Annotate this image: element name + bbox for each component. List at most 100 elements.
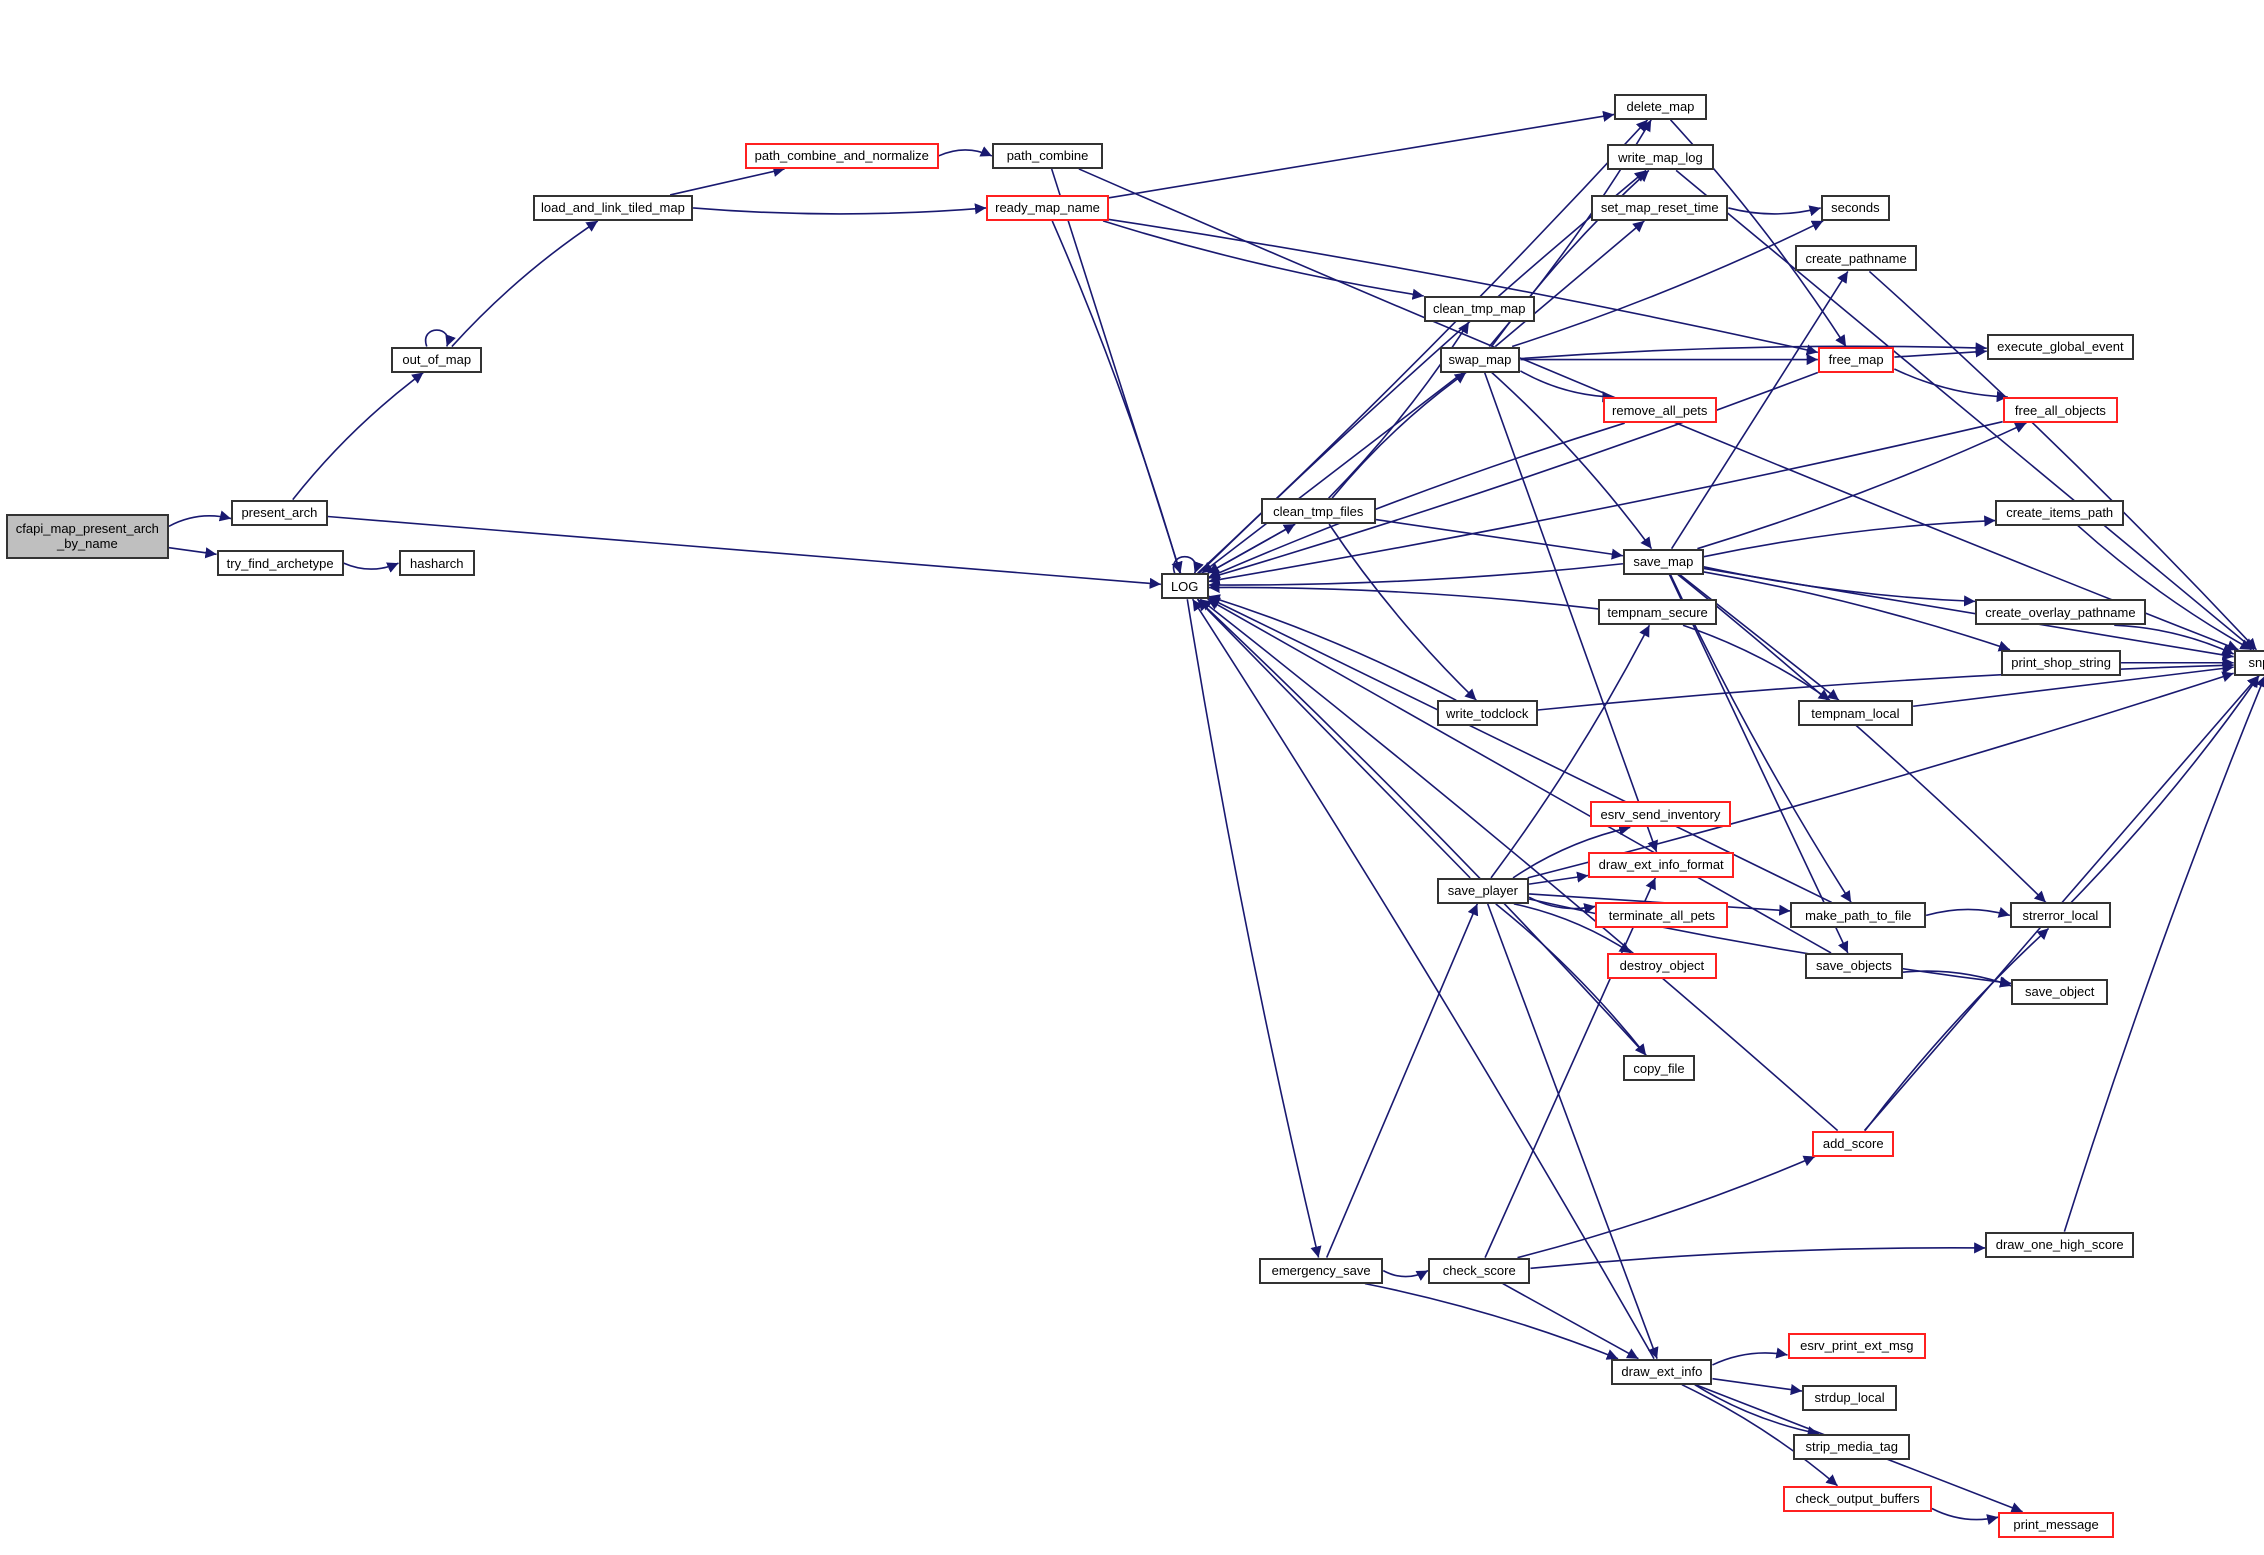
node-strdup-local[interactable]: strdup_local [1801,1384,1898,1411]
node-create-pathname[interactable]: create_pathname [1794,245,1918,272]
node-label: check_output_buffers [1795,1491,1920,1507]
edge-strerror-local-to-snprintf [2070,675,2260,903]
edge-path-combine-and-normalize-to-path-combine [938,146,993,157]
node-write-map-log[interactable]: write_map_log [1607,144,1714,171]
node-label: strdup_local [1814,1390,1885,1406]
node-label: destroy_object [1619,958,1705,974]
edge-swap-map-to-write-map-log [1490,169,1650,348]
edge-ready-map-name-to-LOG [1051,220,1183,574]
edge-write-todclock-to-LOG [1208,594,1457,701]
node-path-combine-and-normalize[interactable]: path_combine_and_normalize [745,142,939,169]
node-label: execute_global_event [1997,339,2124,355]
node-execute-global-event[interactable]: execute_global_event [1986,333,2135,360]
node-save-player[interactable]: save_player [1436,877,1530,904]
node-strip-media-tag[interactable]: strip_media_tag [1793,1433,1911,1460]
edge-save-map-to-create-pathname [1670,271,1849,550]
node-label: set_map_reset_time [1600,200,1719,216]
edge-out-of-map-to-load-and-link-tiled-map [451,220,599,348]
node-hasharch[interactable]: hasharch [398,550,476,577]
edge-set-map-reset-time-to-seconds [1728,205,1821,217]
node-load-and-link-tiled-map[interactable]: load_and_link_tiled_map [532,194,694,221]
edge-save-objects-to-save-object [1902,970,2012,988]
edge-clean-tmp-files-to-write-todclock [1328,523,1477,701]
node-clean-tmp-map[interactable]: clean_tmp_map [1423,295,1535,322]
node-label: copy_file [1633,1060,1685,1076]
node-esrv-print-ext-msg[interactable]: esrv_print_ext_msg [1787,1332,1927,1359]
node-try-find-archetype[interactable]: try_find_archetype [216,550,344,577]
node-print-message[interactable]: print_message [1998,1511,2114,1538]
node-swap-map[interactable]: swap_map [1439,346,1521,373]
node-save-map[interactable]: save_map [1622,548,1704,575]
edge-clean-tmp-files-to-LOG [1207,523,1296,574]
node-free-all-objects[interactable]: free_all_objects [2002,397,2119,424]
node-print-shop-string[interactable]: print_shop_string [2001,649,2122,676]
node-label: write_todclock [1446,705,1529,721]
node-terminate-all-pets[interactable]: terminate_all_pets [1595,902,1729,929]
node-out-of-map[interactable]: out_of_map [391,346,483,373]
node-seconds[interactable]: seconds [1820,194,1891,221]
edge-check-score-to-draw-one-high-score [1530,1242,1986,1270]
edge-save-map-to-LOG [1208,562,1624,591]
node-create-overlay-pathname[interactable]: create_overlay_pathname [1975,599,2146,626]
node-present-arch[interactable]: present_arch [231,499,328,526]
node-add-score[interactable]: add_score [1812,1130,1895,1157]
edge-save-objects-to-LOG [1207,598,1832,954]
edge-cfapi-map-present-arch-by-name-to-try-find-archetype [168,546,217,559]
node-label: make_path_to_file [1805,907,1912,923]
edge-create-pathname-to-snprintf [1868,270,2258,651]
edge-tempnam-secure-to-tempnam-local [1682,624,1831,701]
node-copy-file[interactable]: copy_file [1622,1055,1696,1082]
node-make-path-to-file[interactable]: make_path_to_file [1790,902,1927,929]
node-label: check_score [1442,1263,1516,1279]
node-LOG[interactable]: LOG [1160,573,1209,600]
node-label: swap_map [1448,352,1512,367]
node-write-todclock[interactable]: write_todclock [1436,700,1538,727]
node-draw-ext-info[interactable]: draw_ext_info [1611,1358,1713,1385]
node-delete-map[interactable]: delete_map [1614,93,1707,120]
edge-draw-ext-info-to-esrv-print-ext-msg [1712,1347,1788,1366]
node-check-output-buffers[interactable]: check_output_buffers [1783,1485,1932,1512]
node-create-items-path[interactable]: create_items_path [1995,499,2124,526]
edge-free-map-to-execute-global-event [1894,346,1987,358]
edge-add-score-to-strerror-local [1864,927,2050,1132]
edge-try-find-archetype-to-hasharch [343,562,399,573]
edge-check-score-to-draw-ext-info [1502,1282,1639,1360]
edge-save-map-to-strerror-local [1677,574,2047,903]
node-check-score[interactable]: check_score [1427,1257,1531,1284]
node-emergency-save[interactable]: emergency_save [1259,1257,1384,1284]
node-tempnam-local[interactable]: tempnam_local [1797,700,1914,727]
edge-ready-map-name-to-free-map [1108,218,1819,356]
node-set-map-reset-time[interactable]: set_map_reset_time [1591,194,1729,221]
node-strerror-local[interactable]: strerror_local [2009,902,2111,929]
node-label: free_map [1828,352,1884,367]
node-esrv-send-inventory[interactable]: esrv_send_inventory [1589,801,1732,828]
node-tempnam-secure[interactable]: tempnam_secure [1598,599,1717,626]
edge-swap-map-to-LOG [1201,371,1464,574]
node-save-object[interactable]: save_object [2011,978,2109,1005]
node-cfapi-map-present-arch-by-name[interactable]: cfapi_map_present_arch _by_name [5,514,169,559]
edge-ready-map-name-to-clean-tmp-map [1102,220,1424,300]
node-draw-one-high-score[interactable]: draw_one_high_score [1985,1231,2135,1258]
edge-add-score-to-LOG [1199,598,1839,1132]
node-path-combine[interactable]: path_combine [991,142,1104,169]
node-remove-all-pets[interactable]: remove_all_pets [1602,397,1717,424]
node-draw-ext-info-format[interactable]: draw_ext_info_format [1588,851,1735,878]
node-clean-tmp-files[interactable]: clean_tmp_files [1260,498,1376,525]
edge-cfapi-map-present-arch-by-name-to-present-arch [168,510,232,527]
edge-save-player-to-copy-file [1495,903,1647,1056]
node-label: write_map_log [1618,149,1703,165]
edge-load-and-link-tiled-map-to-path-combine-and-normalize [669,165,785,196]
node-snprintf[interactable]: snprintf [2233,649,2264,676]
node-free-map[interactable]: free_map [1817,346,1895,373]
node-label: create_overlay_pathname [1985,604,2136,620]
node-save-objects[interactable]: save_objects [1804,952,1904,979]
node-label: LOG [1170,578,1199,594]
node-label: load_and_link_tiled_map [540,200,685,216]
edge-save-map-to-save-objects [1668,574,1849,954]
node-label: seconds [1831,200,1880,216]
node-label: delete_map [1626,99,1695,115]
node-label: draw_ext_info_format [1598,857,1724,873]
edge-ready-map-name-to-delete-map [1108,110,1615,199]
node-ready-map-name[interactable]: ready_map_name [986,194,1109,221]
node-destroy-object[interactable]: destroy_object [1607,952,1717,979]
